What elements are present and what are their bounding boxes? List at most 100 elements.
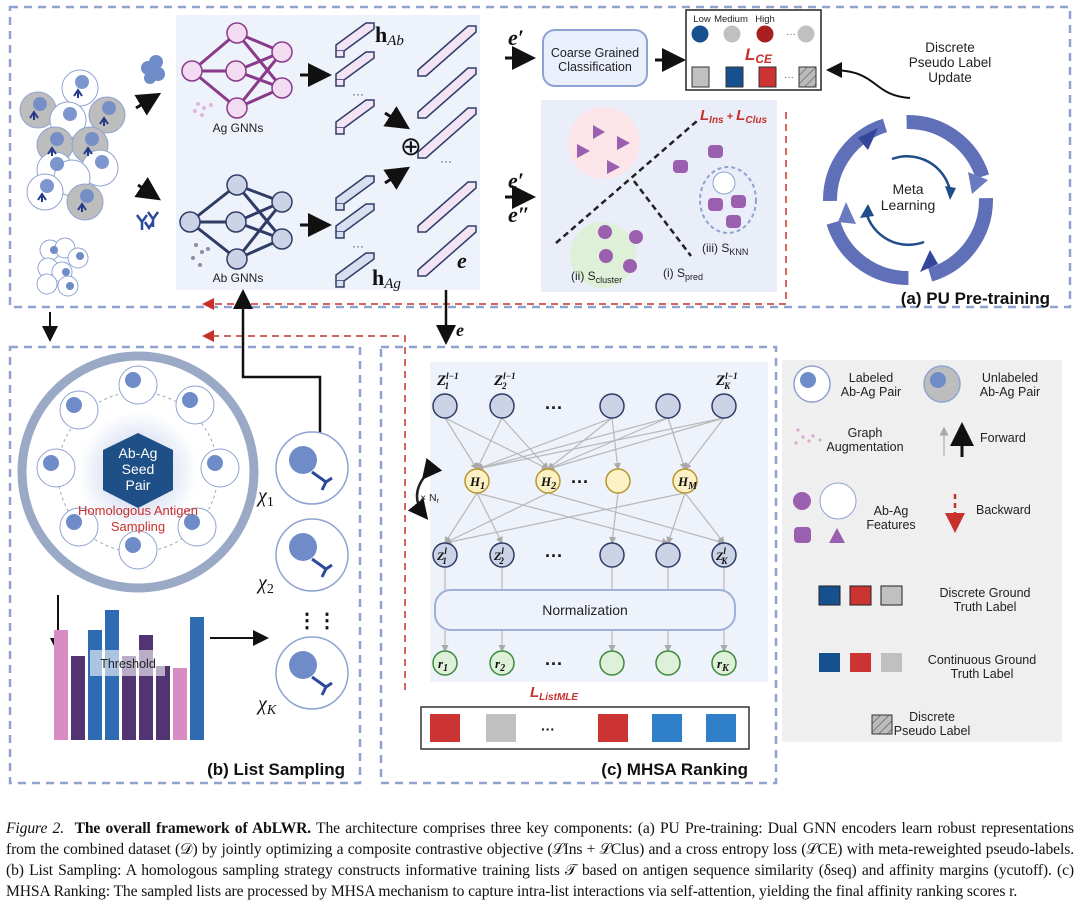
decision-boundary-2	[633, 180, 692, 257]
gt-square-blue-2	[706, 714, 736, 742]
ellipsis: ···	[440, 154, 452, 168]
forward-arrow-list-to-gnn	[233, 289, 322, 435]
pred-high-circle	[756, 25, 774, 43]
legend: Labeled Ab-Ag Pair Unlabeled Ab-Ag Pair …	[782, 360, 1062, 742]
attention-edge	[443, 492, 686, 546]
node-label: H2	[540, 474, 556, 492]
h-ab-label: hAb	[375, 22, 404, 49]
list-antibodies	[311, 470, 333, 696]
gt-square-red-1	[430, 714, 460, 742]
meta-learning-line1: Meta	[892, 181, 923, 197]
caption-title: The overall framework of AbLWR.	[74, 820, 312, 837]
affinity-bar	[122, 656, 136, 740]
attention-edge	[475, 417, 669, 471]
legend-discrete-1: Discrete Ground	[939, 586, 1030, 600]
attention-edge	[444, 417, 550, 470]
ellipsis: ···	[352, 87, 364, 101]
attention-edge	[611, 417, 621, 471]
discrete-red-icon	[849, 585, 872, 606]
panel-list-sampling: Ab-Ag Seed Pair Homologous Antigen Sampl…	[8, 345, 362, 785]
discrete-blue-icon	[818, 585, 841, 606]
pseudo-update-line2: Pseudo Label	[909, 55, 992, 70]
affinity-bar	[190, 617, 204, 740]
z-node	[489, 542, 515, 568]
meta-learning-cycle	[823, 115, 993, 285]
legend-box	[782, 360, 1062, 742]
repeat-label: × Nr	[420, 492, 440, 505]
s-cluster-label: (ii) Scluster	[571, 269, 622, 285]
h-ag-embeddings	[335, 175, 375, 288]
legend-features-2: Features	[866, 518, 915, 532]
z-prev-node	[432, 393, 458, 419]
framework-diagram: Ag GNNs Ab GNNs ··· hAb	[8, 5, 1072, 785]
pred-medium-circle	[723, 25, 741, 43]
seed-line3: Pair	[126, 477, 151, 493]
list-antigens	[289, 446, 317, 679]
z-node	[655, 542, 681, 568]
attention-edge	[667, 417, 687, 471]
node-label: r1	[438, 656, 448, 674]
loss-ce: LCE	[745, 45, 773, 66]
attention-edge	[684, 492, 725, 544]
ellipsis: ···	[784, 72, 794, 83]
node-label: H1	[469, 474, 485, 492]
label-red-square	[758, 66, 777, 88]
pseudo-update-line1: Discrete	[925, 40, 975, 55]
list-ellipsis: ⋮⋮	[297, 610, 337, 632]
seed-line2: Seed	[122, 461, 155, 477]
normalization-label: Normalization	[542, 602, 628, 618]
legend-labeled-1: Labeled	[849, 371, 894, 385]
antigen-icon	[141, 55, 165, 84]
legend-features-1: Ab-Ag	[874, 504, 909, 518]
panel-b-title: (b) List Sampling	[207, 760, 345, 779]
threshold-label: Threshold	[100, 657, 156, 671]
panel-a-title: (a) PU Pre-training	[901, 289, 1050, 308]
pred-low-circle	[691, 25, 709, 43]
unlabeled-pair-antigen	[930, 372, 946, 388]
legend-unlabeled-2: Ab-Ag Pair	[980, 385, 1040, 399]
ag-gnn	[181, 22, 293, 119]
rank-score-node	[489, 650, 515, 676]
ellipsis: ···	[352, 239, 364, 253]
z-node	[711, 542, 737, 568]
knn-region	[699, 166, 757, 234]
continuous-red-icon	[850, 653, 871, 672]
backward-arrow-c	[202, 330, 406, 690]
z-node	[599, 542, 625, 568]
ab-gnn-label: Ab GNNs	[213, 271, 264, 285]
e-input-label: e	[456, 320, 464, 340]
affinity-bar	[54, 630, 68, 740]
z-prev-node	[711, 393, 737, 419]
attention-edge	[684, 417, 725, 470]
arrow-concat-in	[383, 106, 411, 130]
legend-pseudo-1: Discrete	[909, 710, 955, 724]
legend-forward: Forward	[980, 431, 1026, 445]
legend-continuous-2: Truth Label	[951, 667, 1014, 681]
continuous-blue-icon	[819, 653, 840, 672]
ellipsis: ···	[786, 29, 796, 40]
attention-head-node	[672, 468, 698, 494]
label-grey-square	[691, 66, 710, 88]
attention-edge	[546, 417, 669, 470]
affinity-bar	[156, 666, 170, 740]
z-node	[432, 542, 458, 568]
panel-c-title: (c) MHSA Ranking	[601, 760, 748, 779]
attention-edge	[475, 417, 613, 471]
anchor-feature	[712, 171, 736, 195]
caption-text: The architecture comprises three key com…	[6, 820, 1075, 900]
e-prime-label: e′	[508, 25, 524, 50]
h-ag-label: hAg	[372, 265, 401, 292]
attention-edge	[476, 492, 503, 545]
gt-square-grey	[486, 714, 516, 742]
h-ab-embeddings	[335, 22, 375, 135]
dots: ···	[545, 398, 563, 418]
rank-score-node	[711, 650, 737, 676]
class-high: High	[755, 14, 775, 25]
panel-b-border	[8, 345, 362, 785]
dots: ···	[545, 546, 563, 566]
attention-edge	[476, 492, 670, 545]
legend-labeled-2: Ab-Ag Pair	[841, 385, 901, 399]
